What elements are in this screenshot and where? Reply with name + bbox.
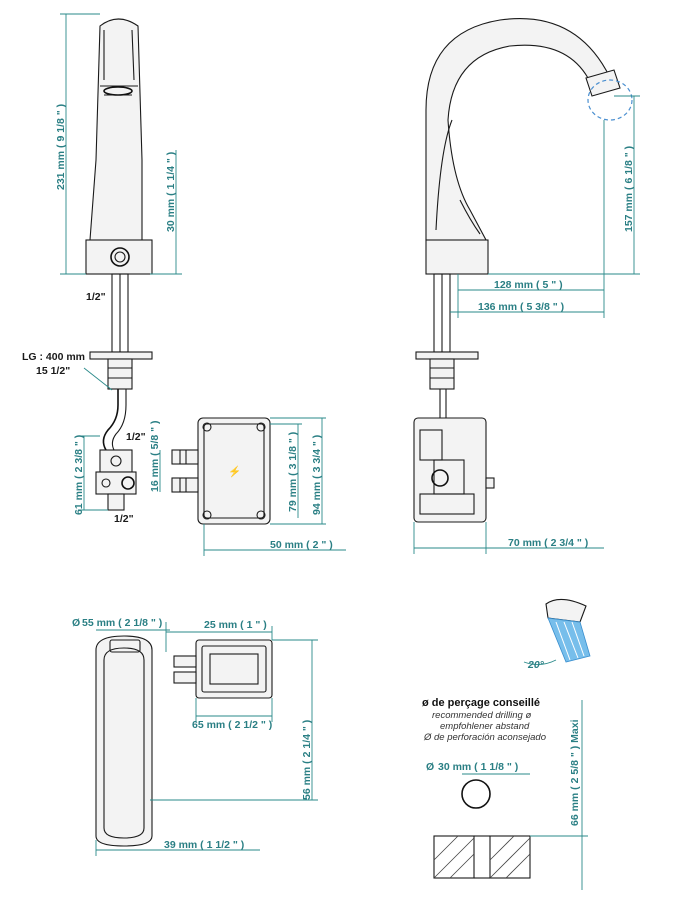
dim-base-diameter: 55 mm ( 2 1/8 " ) (82, 617, 162, 629)
label-hose-length-2: 15 1/2" (36, 365, 70, 377)
dim-top-box-width: 65 mm ( 2 1/2 " ) (192, 719, 272, 731)
dim-front-spout: 30 mm ( 1 1/4 " ) (165, 152, 177, 232)
dim-spray-angle: 20° (527, 659, 545, 671)
drilling-title: ø de perçage conseillé (422, 697, 540, 709)
dim-box-width: 50 mm ( 2 " ) (270, 539, 333, 551)
drilling-detail: ø de perçage conseillé recommended drill… (422, 697, 588, 890)
dim-side-reach-2: 136 mm ( 5 3/8 " ) (478, 301, 564, 313)
dim-top-box-depth: 25 mm ( 1 " ) (204, 619, 267, 631)
label-valve-thread-bottom: 1/2" (114, 513, 134, 525)
drilling-es: Ø de perforación aconsejado (423, 732, 546, 743)
top-view (95, 635, 273, 847)
dim-pipe-spacing: 16 mm ( 5/8 " ) (149, 420, 161, 492)
label-hose-length-1: LG : 400 mm (22, 351, 85, 363)
dim-side-height: 157 mm ( 6 1/8 " ) (623, 146, 635, 232)
dim-deck-thickness: 66 mm ( 2 5/8 " ) Maxi (569, 719, 581, 826)
dim-top-width: 39 mm ( 1 1/2 " ) (164, 839, 244, 851)
drilling-de: empfohlener abstand (440, 721, 530, 732)
dim-hole-diameter: 30 mm ( 1 1/8 " ) (438, 761, 518, 773)
side-view-dimensions: 157 mm ( 6 1/8 " ) 128 mm ( 5 " ) 136 mm… (413, 95, 640, 554)
dim-box-height: 94 mm ( 3 3/4 " ) (311, 435, 323, 515)
symbol-diameter-1: Ø (72, 617, 80, 629)
dim-top-spout-length: 56 mm ( 2 1/4 " ) (301, 720, 313, 800)
dim-side-depth: 70 mm ( 2 3/4 " ) (508, 537, 588, 549)
label-valve-thread-top: 1/2" (126, 431, 146, 443)
label-thread: 1/2" (86, 291, 106, 303)
symbol-diameter-2: Ø (426, 761, 434, 773)
dim-box-inner-height: 79 mm ( 3 1/8 " ) (287, 432, 299, 512)
dim-front-height: 231 mm ( 9 1/8 " ) (55, 104, 67, 190)
nozzle-highlight (587, 79, 633, 121)
dim-side-reach-1: 128 mm ( 5 " ) (494, 279, 563, 291)
drilling-en: recommended drilling ø (432, 710, 531, 721)
side-view (413, 18, 633, 523)
svg-text:⚡: ⚡ (228, 465, 241, 478)
top-view-dimensions: Ø 55 mm ( 2 1/8 " ) 25 mm ( 1 " ) 65 mm … (72, 617, 318, 856)
spray-detail: 20° (523, 598, 591, 671)
front-view: ⚡ (85, 18, 271, 525)
front-view-dimensions: 231 mm ( 9 1/8 " ) 30 mm ( 1 1/4 " ) 1/2… (22, 13, 346, 556)
dim-valve-height: 61 mm ( 2 3/8 " ) (73, 435, 85, 515)
